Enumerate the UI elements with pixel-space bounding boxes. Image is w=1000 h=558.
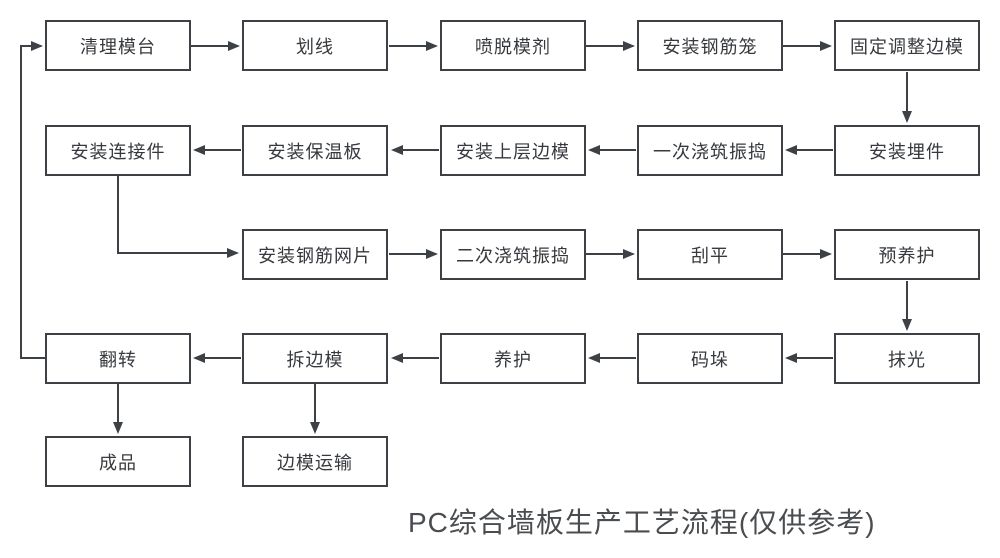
node-anzhuang-shangceng-bianmo: 安装上层边模 [440, 125, 586, 176]
node-anzhuang-lianjiejian: 安装连接件 [45, 125, 191, 176]
node-bianmo-yunshu: 边模运输 [242, 436, 388, 487]
node-huaxian: 划线 [242, 20, 388, 71]
node-anzhuang-baowenban: 安装保温板 [242, 125, 388, 176]
node-chengpin: 成品 [45, 436, 191, 487]
node-guding-tiaozheng-bianmo: 固定调整边模 [834, 20, 980, 71]
node-yanghu: 养护 [440, 333, 586, 384]
node-guaping: 刮平 [637, 229, 783, 280]
arrow-lianjie-to-wangpian [117, 176, 239, 258]
arrow-fanzhuan-to-qingli-loop [20, 41, 45, 359]
node-anzhuang-maijian: 安装埋件 [834, 125, 980, 176]
node-erci-jiaozhu-zhendao: 二次浇筑振捣 [440, 229, 586, 280]
node-moguang: 抹光 [834, 333, 980, 384]
node-qingli-motai: 清理模台 [45, 20, 191, 71]
node-anzhuang-gangjinlong: 安装钢筋笼 [637, 20, 783, 71]
node-fanzhuan: 翻转 [45, 333, 191, 384]
diagram-title: PC综合墙板生产工艺流程(仅供参考) [408, 507, 876, 538]
node-yici-jiaozhu-zhendao: 一次浇筑振捣 [637, 125, 783, 176]
node-chai-bianmo: 拆边模 [242, 333, 388, 384]
node-pen-tuomoji: 喷脱模剂 [440, 20, 586, 71]
node-anzhuang-gangjin-wangpian: 安装钢筋网片 [242, 229, 388, 280]
node-yu-yanghu: 预养护 [834, 229, 980, 280]
node-maduo: 码垛 [637, 333, 783, 384]
